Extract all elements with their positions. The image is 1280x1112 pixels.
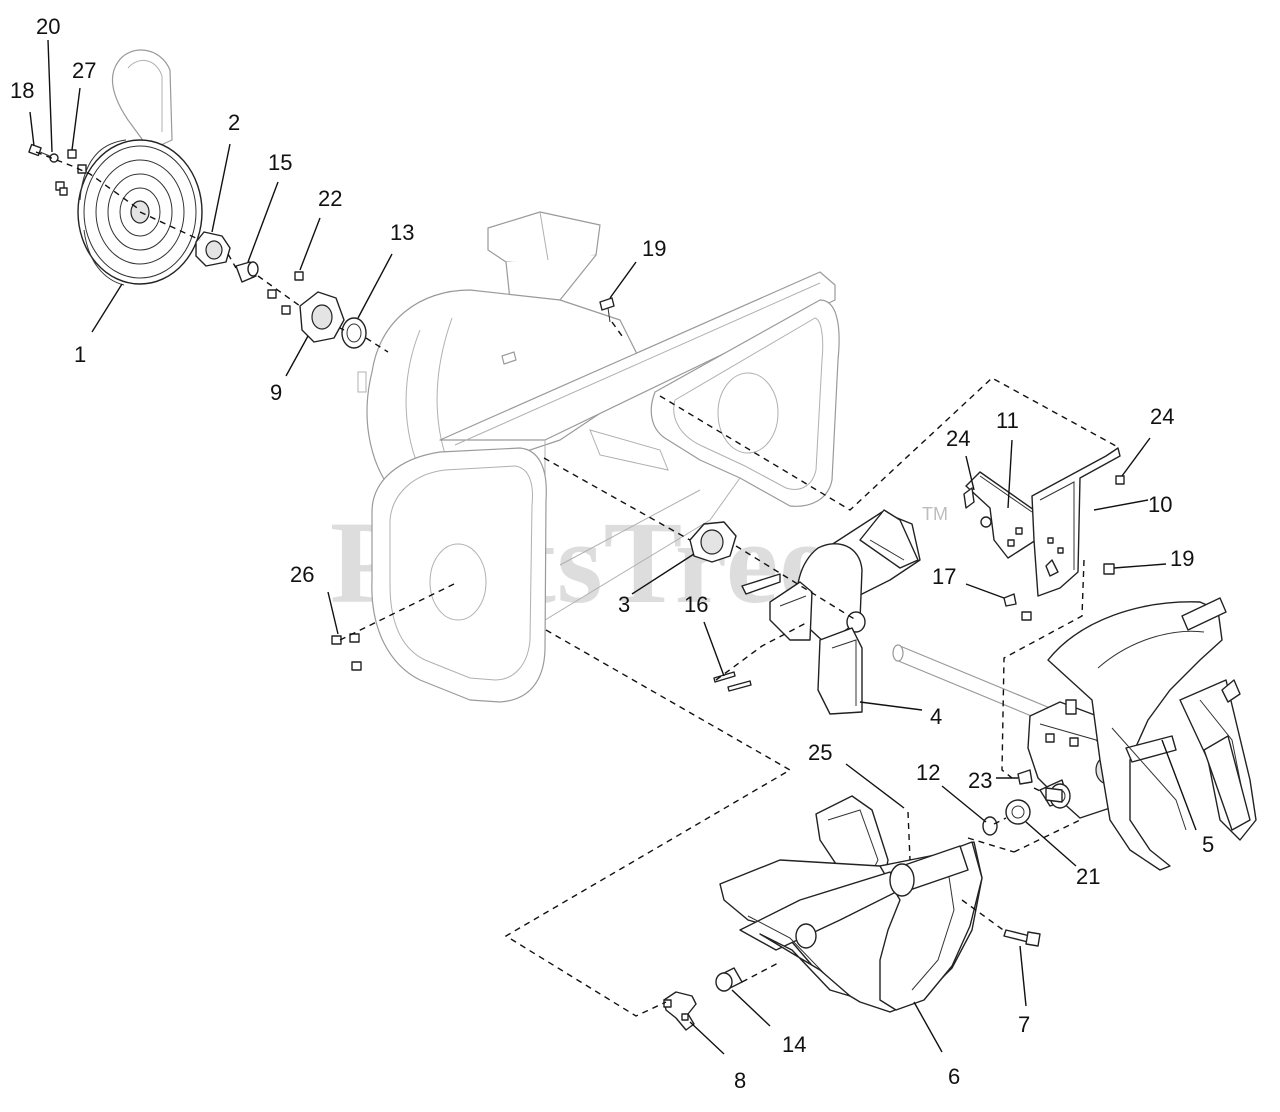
leader-lines [29, 39, 1197, 1055]
housing-bolt [501, 351, 517, 365]
part-2-flange [195, 231, 231, 267]
part-16-pins [713, 671, 752, 692]
part-15-bushing [235, 261, 259, 283]
part-19-bolt-top [599, 297, 615, 323]
callout-16: 16 [684, 592, 708, 617]
callout-1: 1 [74, 342, 86, 367]
callout-8: 8 [734, 1068, 746, 1093]
auger-shaft [892, 644, 1051, 723]
callout-3: 3 [618, 592, 630, 617]
callout-22: 22 [318, 186, 342, 211]
callout-13: 13 [390, 220, 414, 245]
part-3-flange [689, 521, 737, 563]
part-12-spacer [982, 816, 998, 836]
callout-7: 7 [1018, 1012, 1030, 1037]
part-17-19-fasteners [1003, 563, 1115, 621]
part-8-bracket [663, 991, 697, 1031]
part-23-bolt [1017, 769, 1033, 785]
part-4-impeller [741, 509, 921, 715]
callout-5: 5 [1202, 832, 1214, 857]
part-26-fasteners [331, 633, 362, 671]
callout-11: 11 [996, 408, 1019, 433]
callout-4: 4 [930, 704, 942, 729]
callout-14: 14 [782, 1032, 806, 1057]
callout-20: 20 [36, 14, 60, 39]
part-11-bracket [963, 471, 1037, 559]
callout-19-right: 19 [1170, 546, 1194, 571]
callout-labels: 1 2 3 4 5 6 7 8 9 10 11 12 13 14 15 16 1… [10, 14, 1214, 1093]
callout-6: 6 [948, 1064, 960, 1089]
callout-18: 18 [10, 78, 34, 103]
callout-27: 27 [72, 58, 96, 83]
callout-24-left: 24 [946, 426, 970, 451]
callout-19-top: 19 [642, 236, 666, 261]
callout-21: 21 [1076, 864, 1100, 889]
callout-25: 25 [808, 740, 832, 765]
part-14-bushing [715, 967, 743, 992]
part-1-pulley [77, 49, 203, 286]
auger-housing [357, 211, 840, 703]
part-5-auger-right [1047, 597, 1257, 871]
watermark-trademark: TM [922, 504, 948, 524]
dashed-assembly-lines [35, 151, 1117, 1017]
part-9-flange-plate [299, 291, 345, 343]
part-10-bracket [1031, 447, 1125, 597]
callout-17: 17 [932, 564, 956, 589]
callout-24-right: 24 [1150, 404, 1174, 429]
callout-15: 15 [268, 150, 292, 175]
callout-10: 10 [1148, 492, 1172, 517]
callout-26: 26 [290, 562, 314, 587]
part-22-nuts [267, 271, 304, 315]
callout-12: 12 [916, 760, 940, 785]
part-7-bolt [1003, 929, 1041, 947]
part-21-ring [1005, 799, 1031, 825]
callout-23: 23 [968, 768, 992, 793]
callout-2: 2 [228, 110, 240, 135]
part-13-bearing [341, 317, 367, 349]
callout-9: 9 [270, 380, 282, 405]
part-6-auger-left [719, 795, 983, 1013]
